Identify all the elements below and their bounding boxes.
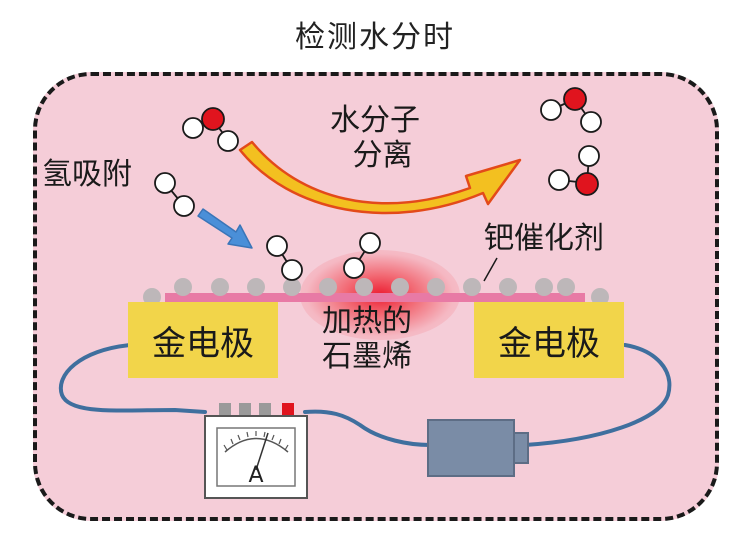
- water-split-line-1: 水分子: [330, 103, 420, 138]
- catalyst-pointer: [483, 257, 498, 282]
- hydrogen-adsorption-arrow: [197, 208, 253, 249]
- water-split-label: 水分子 分离: [330, 103, 420, 173]
- graphene-label: 加热的 石墨烯: [322, 304, 412, 374]
- water-molecule-icon: [182, 107, 239, 152]
- water-split-arrow: [238, 140, 522, 215]
- catalyst-dots: [143, 278, 609, 306]
- water-molecule-icon: [540, 87, 602, 133]
- right-electrode: 金电极: [474, 302, 624, 378]
- ammeter-unit: A: [248, 463, 263, 488]
- page-title: 检测水分时: [295, 20, 455, 55]
- sensor-device-icon: [427, 419, 529, 477]
- left-electrode-label: 金电极: [152, 323, 254, 364]
- hydrogen-molecule-icon: [154, 172, 195, 217]
- ammeter-icon: [204, 403, 308, 499]
- circuit-wires: [58, 343, 672, 447]
- catalyst-label: 钯催化剂: [484, 221, 604, 256]
- water-split-line-2: 分离: [352, 137, 413, 173]
- hydrogen-adsorption-label: 氢吸附: [42, 157, 132, 192]
- hydrogen-molecule-icon: [343, 232, 381, 279]
- right-electrode-label: 金电极: [498, 323, 600, 364]
- graphene-line-1: 加热的: [322, 304, 412, 339]
- hydrogen-molecule-icon: [266, 235, 303, 281]
- graphene-strip: [165, 293, 585, 302]
- graphene-line-2: 石墨烯: [322, 338, 412, 374]
- water-molecule-icon: [548, 145, 600, 196]
- left-electrode: 金电极: [128, 302, 278, 378]
